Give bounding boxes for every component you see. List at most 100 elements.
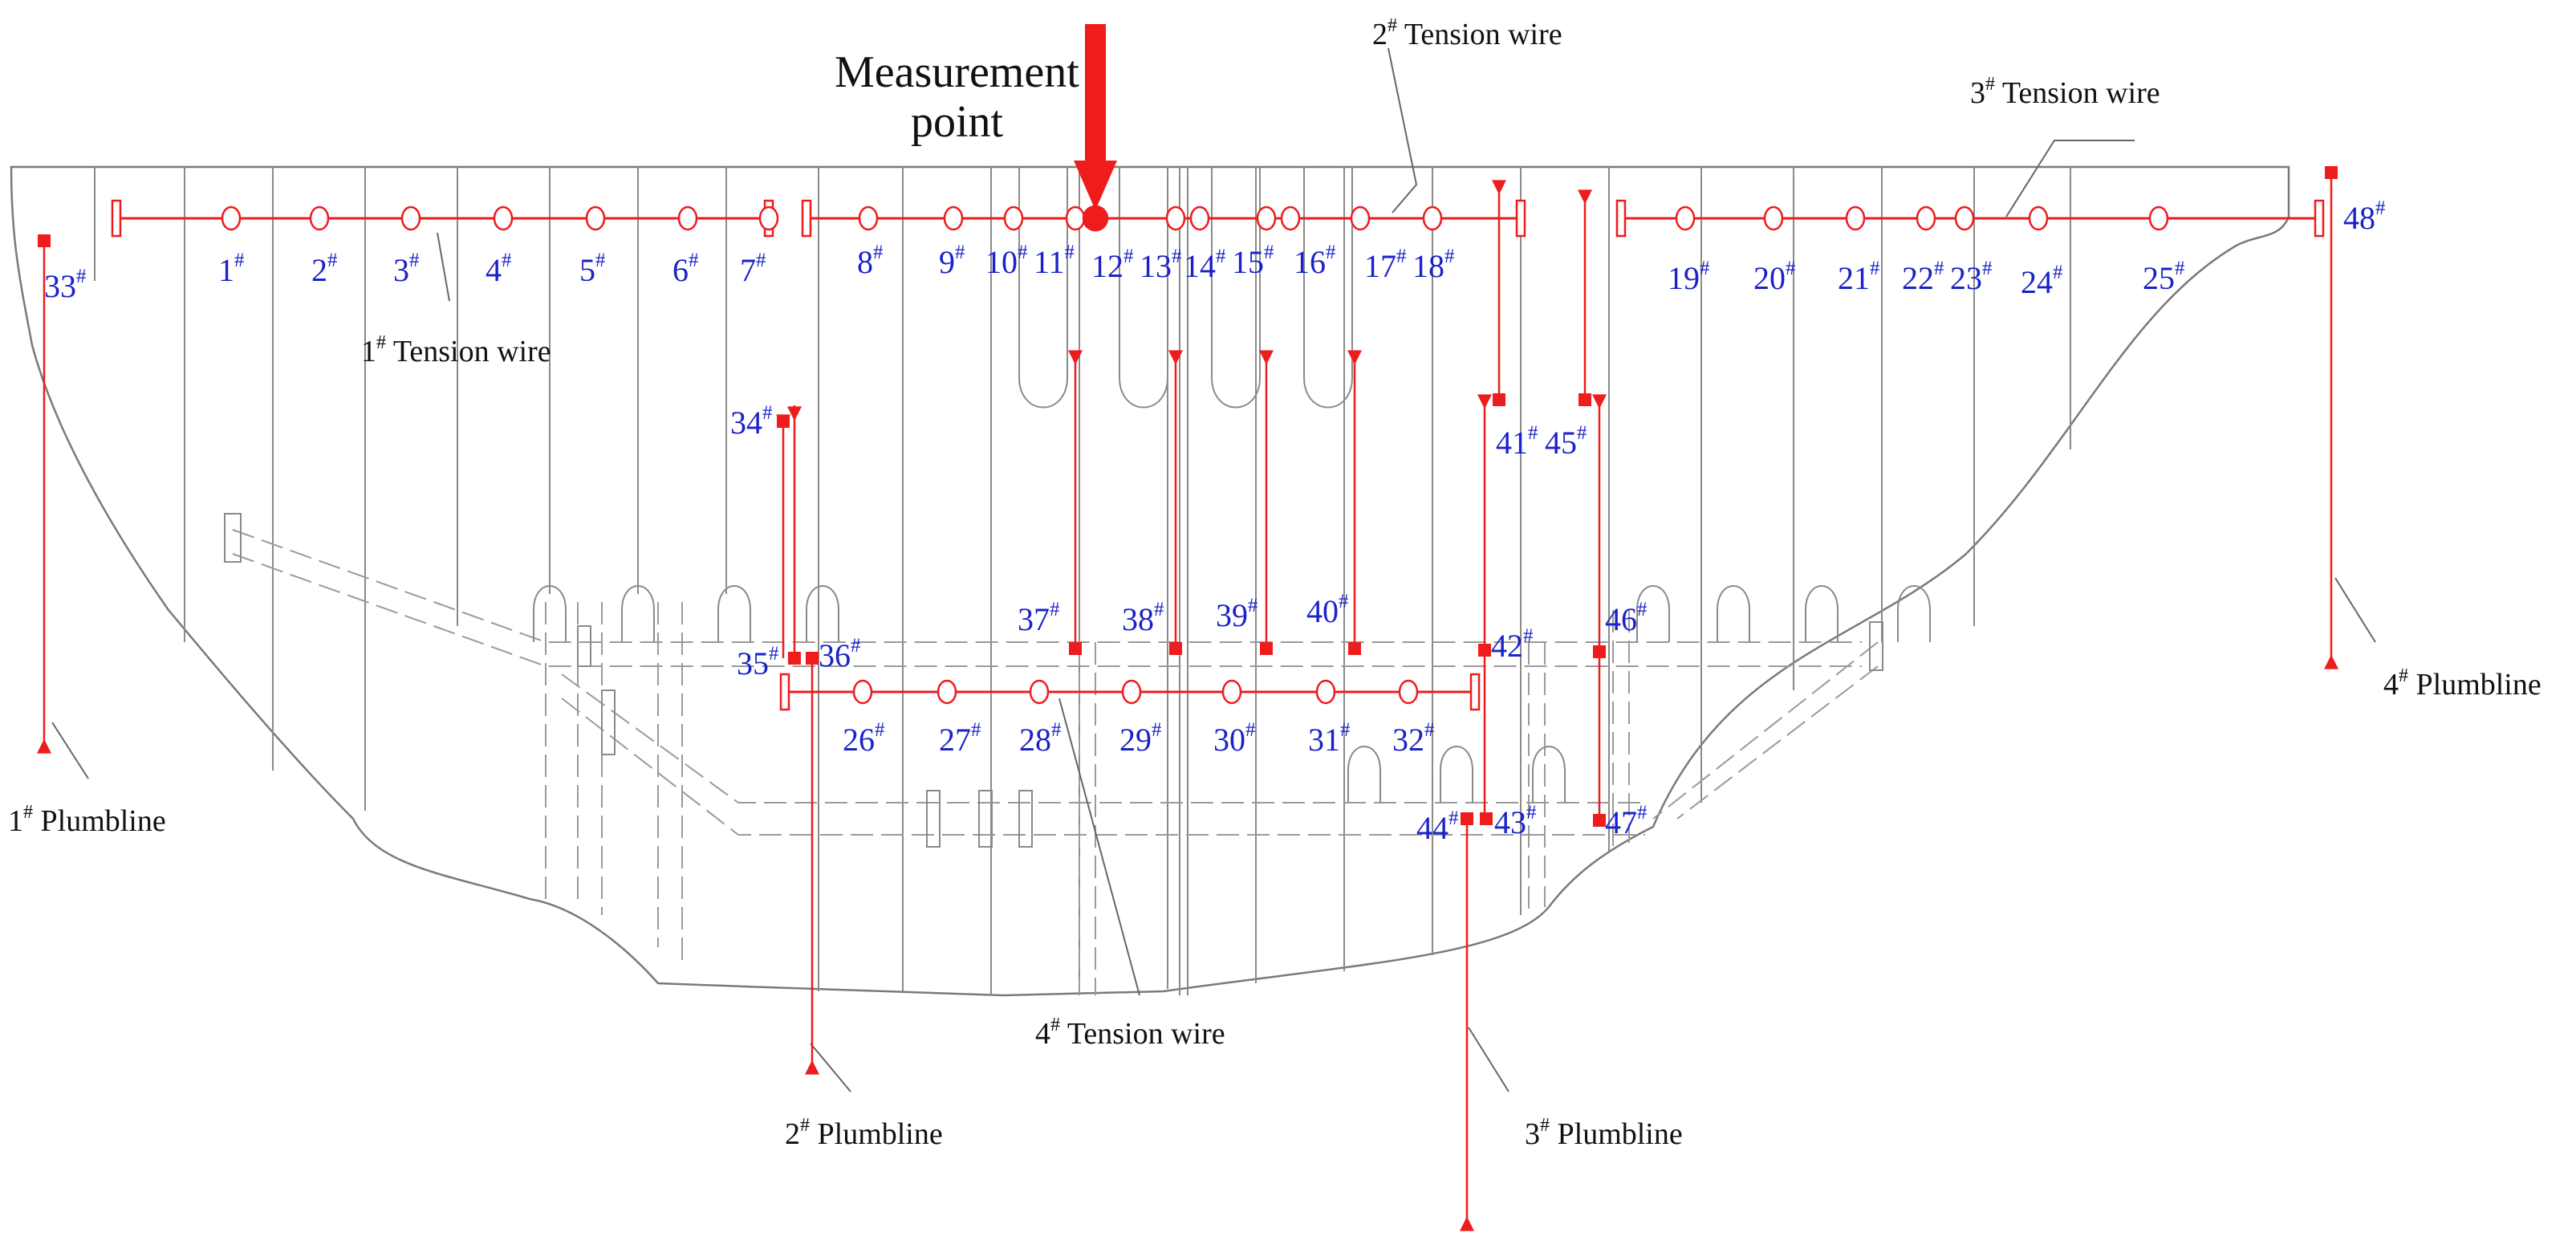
tension-point-label-20: 20# (1753, 258, 1795, 296)
tension-point-label-7: 7# (740, 250, 766, 288)
tension-point-label-26: 26# (843, 719, 884, 758)
plumb-point-label-41: 41# (1496, 422, 1538, 461)
tension-point-label-16: 16# (1294, 242, 1335, 280)
plumb-point-38 (1169, 642, 1182, 655)
plumbline-anchor-up-icon (1460, 1216, 1474, 1231)
plumb-point-34 (777, 415, 790, 428)
tension-point-26 (852, 679, 873, 705)
plumbline-anchor-down-icon (1492, 180, 1506, 195)
tension-point-31 (1315, 679, 1336, 705)
measurement-point-title: Measurement (835, 47, 1079, 97)
plumb-point-42 (1478, 644, 1491, 657)
plumb-point-41 (1493, 393, 1505, 406)
labels-layer: 1#2#3#4#5#6#7#8#9#10#11#12#13#14#15#16#1… (8, 15, 2541, 1151)
plumbline-anchor-up-icon (2324, 654, 2338, 669)
plumb-point-label-40: 40# (1306, 591, 1348, 629)
tension-wire-anchor (2314, 199, 2325, 238)
tension-point-22 (1916, 205, 1936, 231)
tension-point-5 (585, 205, 606, 231)
tension-point-28 (1029, 679, 1050, 705)
tension-point-label-1: 1# (218, 250, 244, 288)
plumbline-anchor-down-icon (1592, 394, 1607, 409)
spillway-piers (1018, 167, 1353, 995)
tension-wire-anchor (111, 199, 122, 238)
tension-wire-2-label: 2# Tension wire (1372, 15, 1562, 51)
tension-point-19 (1675, 205, 1696, 231)
tension-point-label-21: 21# (1838, 258, 1879, 296)
plumbline-anchor-down-icon (1259, 350, 1274, 365)
tension-point-27 (937, 679, 957, 705)
plumb-point-label-36: 36# (819, 635, 860, 673)
tension-point-21 (1845, 205, 1866, 231)
plumb-point-43 (1480, 812, 1493, 825)
tension-point-label-6: 6# (672, 250, 698, 288)
tension-wire-1-label: 1# Tension wire (361, 332, 551, 368)
tension-point-32 (1398, 679, 1419, 705)
plumbline-3-label: 3# Plumbline (1525, 1115, 1683, 1151)
plumb-point-39 (1260, 642, 1273, 655)
tension-point-label-31: 31# (1308, 719, 1350, 758)
plumb-point-label-39: 39# (1216, 595, 1258, 633)
tension-point-6 (677, 205, 698, 231)
tension-point-14 (1189, 205, 1210, 231)
plumbline-anchor-down-icon (1168, 350, 1183, 365)
plumb-point-33 (38, 234, 51, 247)
tension-point-17 (1350, 205, 1371, 231)
plumb-point-label-45: 45# (1545, 422, 1587, 461)
plumb-point-47 (1593, 814, 1606, 827)
measurement-arrow-icon (1074, 161, 1117, 210)
tension-point-4 (493, 205, 514, 231)
plumbline-anchor-down-icon (1347, 350, 1362, 365)
tension-wire-anchor (1615, 199, 1627, 238)
tension-point-label-23: 23# (1950, 258, 1992, 296)
tension-point-label-11: 11# (1034, 242, 1075, 280)
plumbline-2-label: 2# Plumbline (785, 1115, 943, 1151)
plumb-point-45 (1579, 393, 1591, 406)
tension-point-label-15: 15# (1232, 242, 1274, 280)
plumb-point-label-47: 47# (1605, 802, 1647, 840)
tension-point-11 (1065, 205, 1086, 231)
tension-point-8 (858, 205, 879, 231)
plumb-point-48 (2325, 166, 2338, 179)
tension-point-label-28: 28# (1019, 719, 1061, 758)
plumbline-anchor-up-icon (805, 1060, 819, 1075)
plumbline-4-label: 4# Plumbline (2383, 665, 2541, 702)
tension-point-3 (400, 205, 421, 231)
plumb-point-label-33: 33# (44, 266, 86, 304)
tension-wire-4-label: 4# Tension wire (1035, 1015, 1225, 1051)
tension-wire-3-label: 3# Tension wire (1970, 74, 2160, 110)
tension-wire-anchor (801, 199, 812, 238)
tension-point-24 (2028, 205, 2049, 231)
tension-point-label-29: 29# (1119, 719, 1161, 758)
tension-point-label-27: 27# (939, 719, 981, 758)
tension-wire-anchor (779, 673, 790, 711)
plumbline-anchor-up-icon (37, 738, 51, 754)
tension-point-16 (1280, 205, 1301, 231)
dam-crest-outline (10, 165, 2290, 997)
tension-point-25 (2148, 205, 2169, 231)
plumb-point-label-42: 42# (1491, 625, 1533, 664)
tension-point-20 (1763, 205, 1784, 231)
tension-wire-anchor (1469, 673, 1481, 711)
plumb-point-label-43: 43# (1494, 802, 1536, 840)
tension-point-label-13: 13# (1140, 246, 1181, 284)
leader-lines (51, 47, 2376, 1092)
tension-point-30 (1221, 679, 1242, 705)
tension-point-10 (1003, 205, 1024, 231)
measurement-point-subtitle: point (911, 97, 1004, 147)
plumb-point-40 (1348, 642, 1361, 655)
tension-point-label-18: 18# (1412, 246, 1454, 284)
tension-point-label-17: 17# (1364, 246, 1406, 284)
plumb-point-35 (788, 652, 801, 665)
plumb-point-label-34: 34# (730, 402, 772, 441)
plumb-point-37 (1069, 642, 1082, 655)
tension-point-label-14: 14# (1184, 246, 1225, 284)
plumb-point-label-48: 48# (2343, 197, 2385, 236)
plumbline-anchor-down-icon (1068, 350, 1083, 365)
plumb-point-label-44: 44# (1416, 807, 1458, 846)
markers-layer (37, 24, 2338, 1231)
measurement-arrow-shaft (1085, 24, 1106, 169)
tension-point-label-10: 10# (985, 242, 1027, 280)
plumbline-anchor-down-icon (787, 406, 802, 421)
wires-layer (43, 173, 2333, 1228)
